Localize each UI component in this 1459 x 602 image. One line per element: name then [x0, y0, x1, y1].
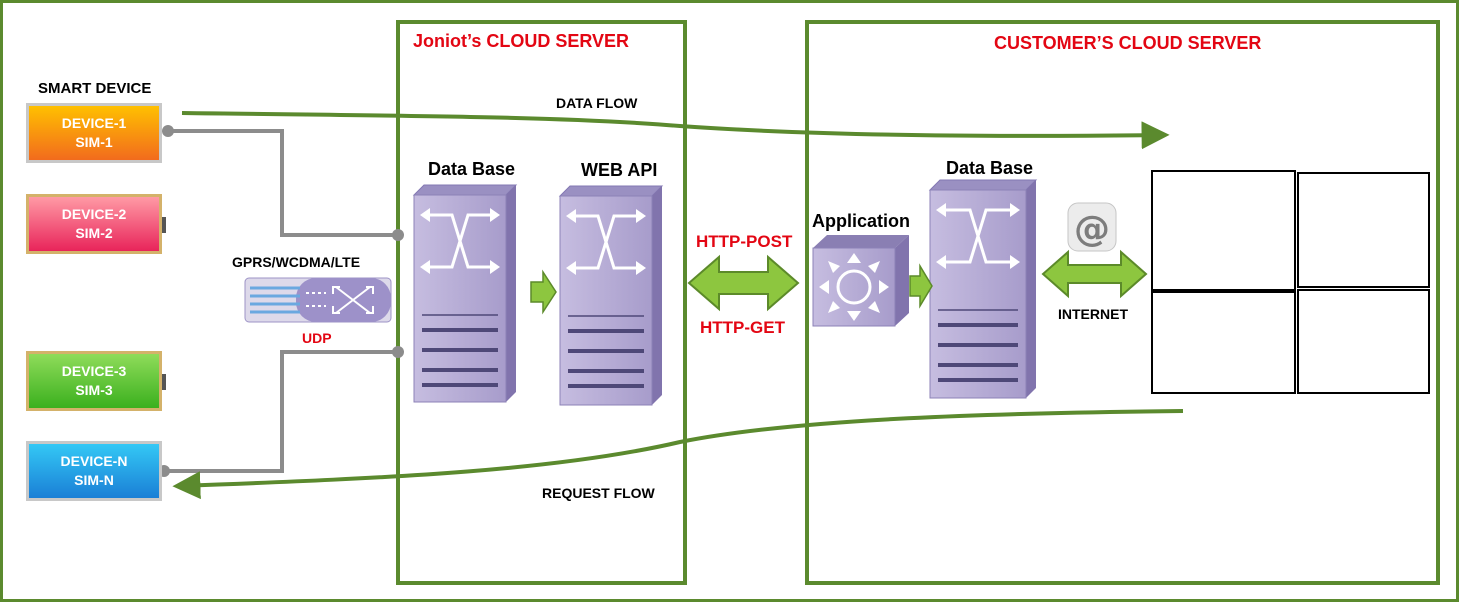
joniot-zone-title: Joniot’s CLOUD SERVER [413, 31, 630, 51]
battery-terminal [162, 374, 166, 390]
customer-database-label: Data Base [946, 158, 1034, 178]
web-api-label: WEB API [581, 160, 658, 180]
device-2: DEVICE-2 SIM-2 [26, 194, 166, 254]
http-get-label: HTTP-GET [700, 318, 785, 337]
request-flow-line [172, 409, 1184, 500]
application-label: Application [812, 211, 910, 231]
apple-tile [1297, 172, 1430, 288]
customer-zone-title: CUSTOMER’S CLOUD SERVER [994, 33, 1262, 53]
device-3-name: DEVICE-3 [61, 363, 127, 379]
device-connectors [168, 129, 398, 473]
joniot-database-server [412, 184, 518, 403]
data-flow-line [181, 111, 1170, 150]
device-2-name: DEVICE-2 [61, 206, 127, 222]
device-1-sim: SIM-1 [75, 134, 113, 150]
web-api-server [558, 185, 664, 406]
device-n: DEVICE-N SIM-N [26, 441, 162, 501]
udp-label: UDP [302, 330, 332, 346]
db-to-webapi-arrow [530, 269, 557, 315]
svg-text:@: @ [1074, 209, 1110, 250]
battery-terminal [162, 217, 166, 233]
device-3-sim: SIM-3 [75, 382, 113, 398]
device-n-sim: SIM-N [74, 472, 114, 488]
internet-label: INTERNET [1058, 306, 1128, 322]
device-2-sim: SIM-2 [75, 225, 113, 241]
analytics-tile [1151, 291, 1296, 394]
device-1: DEVICE-1 SIM-1 [26, 103, 162, 163]
application-switch-icon [812, 235, 909, 327]
joniot-database-label: Data Base [428, 159, 516, 179]
email-at-icon: @ [1067, 202, 1117, 252]
device-1-name: DEVICE-1 [61, 115, 127, 131]
customer-zone-frame [805, 20, 1440, 585]
data-flow-label: DATA FLOW [556, 95, 638, 111]
app-to-db-arrow [909, 263, 933, 309]
android-tile [1297, 289, 1430, 394]
computer-tile [1151, 170, 1296, 291]
device-3: DEVICE-3 SIM-3 [26, 351, 166, 411]
customer-database-server [928, 179, 1038, 399]
request-flow-label: REQUEST FLOW [542, 485, 655, 501]
http-post-label: HTTP-POST [696, 232, 793, 251]
gprs-module-icon [244, 277, 392, 323]
http-double-arrow [687, 254, 800, 312]
network-label: GPRS/WCDMA/LTE [232, 254, 361, 270]
joniot-zone-frame [396, 20, 687, 585]
connector-dots [158, 125, 404, 477]
smart-device-title: SMART DEVICE [38, 80, 152, 97]
internet-double-arrow [1041, 249, 1148, 299]
device-n-name: DEVICE-N [60, 453, 128, 469]
